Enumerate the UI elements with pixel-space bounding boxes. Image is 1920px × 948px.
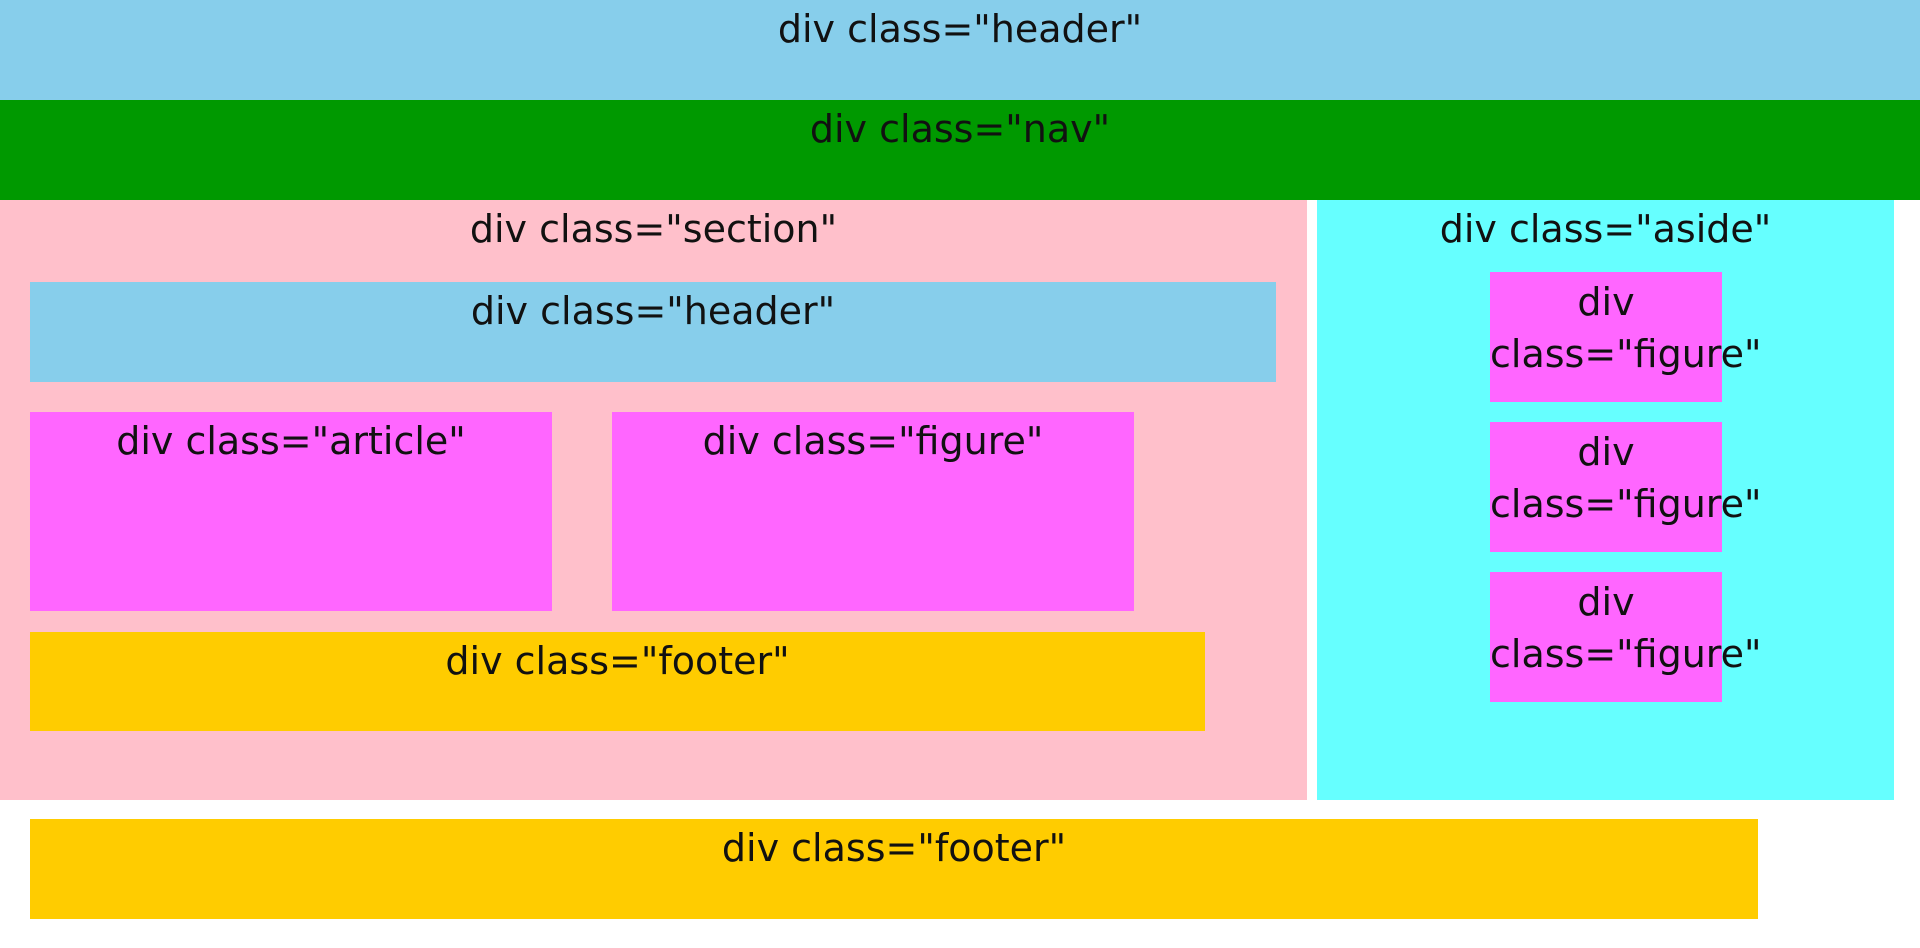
section-header-box: div class="header" (30, 282, 1276, 382)
page-footer-label: div class="footer" (721, 826, 1067, 870)
article-label: div class="article" (116, 419, 466, 463)
article-box: div class="article" (30, 412, 552, 611)
aside-figure-box: div class="figure" (1490, 572, 1762, 702)
section-footer-box: div class="footer" (30, 632, 1205, 731)
aside-figure-line1: div (1577, 280, 1635, 324)
aside-figure-line2: class="figure" (1490, 632, 1762, 676)
aside-figure-line2: class="figure" (1490, 482, 1762, 526)
section-footer-label: div class="footer" (445, 639, 790, 683)
section-header-label: div class="header" (470, 289, 836, 333)
aside-figure-line1: div (1577, 580, 1635, 624)
page-header-box: div class="header" (0, 0, 1920, 100)
section-figure-label: div class="figure" (702, 419, 1044, 463)
aside-figure-box: div class="figure" (1490, 422, 1762, 552)
aside-figure-line1: div (1577, 430, 1635, 474)
page-nav-box: div class="nav" (0, 100, 1920, 200)
section-label: div class="section" (469, 207, 838, 251)
aside-figure-line2: class="figure" (1490, 332, 1762, 376)
page-footer-box: div class="footer" (30, 819, 1758, 919)
page-nav-label: div class="nav" (809, 107, 1111, 151)
aside-label: div class="aside" (1439, 207, 1772, 251)
section-figure-box: div class="figure" (612, 412, 1134, 611)
page-header-label: div class="header" (777, 7, 1143, 51)
aside-figure-box: div class="figure" (1490, 272, 1762, 402)
